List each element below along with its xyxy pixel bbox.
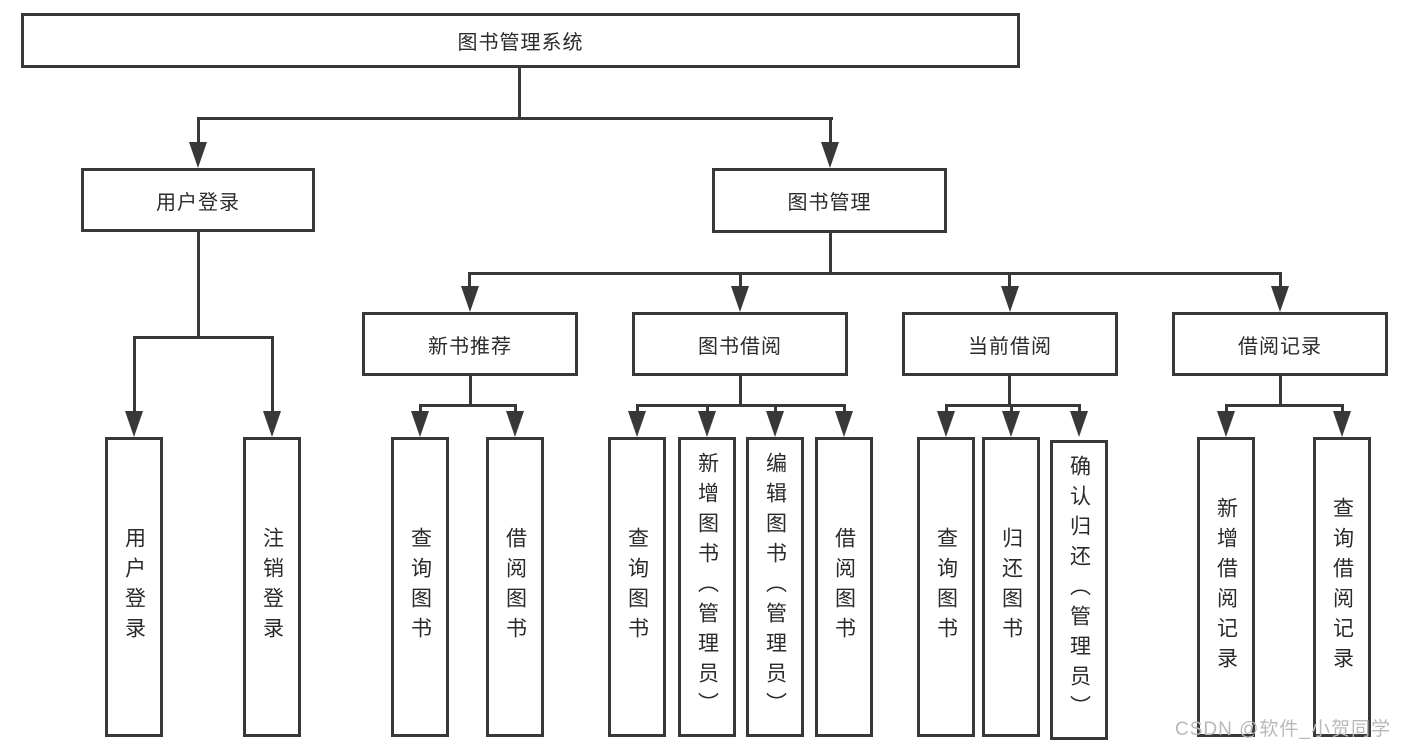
connector-stub: [1078, 404, 1081, 416]
node-borrow-records: 借阅记录: [1172, 312, 1388, 376]
arrow-to-return-book: [1002, 411, 1020, 437]
leaf-add-borrow-record: 新增借阅记录: [1197, 437, 1255, 737]
arrow-to-new-book-recommend: [461, 286, 479, 312]
arrow-to-query-book-1: [411, 411, 429, 437]
connector-newbook-hbar: [419, 404, 517, 407]
node-book-management: 图书管理: [712, 168, 947, 233]
connector-stub: [419, 404, 422, 416]
arrow-to-borrow-book-1: [506, 411, 524, 437]
connector-bookborrow-stub: [739, 272, 742, 290]
arrow-to-query-book-3: [937, 411, 955, 437]
node-root: 图书管理系统: [21, 13, 1020, 68]
arrow-to-logout-leaf: [263, 411, 281, 437]
leaf-borrow-book-2: 借阅图书: [815, 437, 873, 737]
leaf-confirm-return-admin: 确认归还（管理员）: [1050, 440, 1108, 740]
arrow-to-edit-book: [766, 411, 784, 437]
csdn-watermark: CSDN @软件_小贺同学: [1175, 719, 1391, 740]
connector-userlogin-hbar: [133, 336, 274, 339]
connector-userlogin-drop: [197, 231, 200, 337]
connector-borrowrecord-hbar: [1225, 404, 1344, 407]
arrow-to-query-borrow-record: [1333, 411, 1351, 437]
arrow-to-current-borrow: [1001, 286, 1019, 312]
connector-currentborrow-hbar: [945, 404, 1081, 407]
leaf-edit-book-admin: 编辑图书（管理员）: [746, 437, 804, 737]
leaf-borrow-book-1: 借阅图书: [486, 437, 544, 737]
connector-stub: [1341, 404, 1344, 416]
arrow-to-query-book-2: [628, 411, 646, 437]
arrow-to-add-borrow-record: [1217, 411, 1235, 437]
connector-newbook-drop: [469, 375, 472, 407]
arrow-to-user-login: [189, 142, 207, 168]
connector-logout-stub: [271, 336, 274, 414]
connector-stub: [945, 404, 948, 416]
leaf-return-book: 归还图书: [982, 437, 1040, 737]
connector-stub: [514, 404, 517, 416]
arrow-to-user-login-leaf: [125, 411, 143, 437]
arrow-to-book-borrow: [731, 286, 749, 312]
connector-root-hbar: [197, 117, 833, 120]
connector-level3-hbar: [468, 272, 1282, 275]
connector-currentborrow-stub: [1008, 272, 1011, 290]
arrow-to-borrow-book-2: [835, 411, 853, 437]
connector-bookborrow-drop: [739, 375, 742, 406]
leaf-query-book-1: 查询图书: [391, 437, 449, 737]
node-book-borrow: 图书借阅: [632, 312, 848, 376]
connector-stub: [636, 404, 639, 416]
connector-root-drop: [518, 68, 521, 118]
arrow-to-book-management: [821, 142, 839, 168]
leaf-query-book-2: 查询图书: [608, 437, 666, 737]
leaf-query-borrow-record: 查询借阅记录: [1313, 437, 1371, 737]
connector-userlogin-stub: [197, 117, 200, 145]
connector-borrowrecord-drop: [1279, 375, 1282, 406]
leaf-user-login: 用户登录: [105, 437, 163, 737]
arrow-to-borrow-records: [1271, 286, 1289, 312]
connector-bookmgmt-drop: [829, 232, 832, 274]
node-user-login: 用户登录: [81, 168, 315, 232]
connector-borrowrecord-stub: [1279, 272, 1282, 290]
connector-bookborrow-hbar: [636, 404, 846, 407]
connector-newbook-stub: [468, 272, 471, 290]
connector-stub: [1225, 404, 1228, 416]
leaf-logout: 注销登录: [243, 437, 301, 737]
connector-stub: [843, 404, 846, 416]
arrow-to-add-book: [698, 411, 716, 437]
connector-bookmgmt-stub: [829, 117, 832, 145]
connector-stub: [774, 404, 777, 416]
node-current-borrow: 当前借阅: [902, 312, 1118, 376]
node-new-book-recommend: 新书推荐: [362, 312, 578, 376]
leaf-query-book-3: 查询图书: [917, 437, 975, 737]
connector-loginleaf-stub: [133, 336, 136, 414]
leaf-add-book-admin: 新增图书（管理员）: [678, 437, 736, 737]
connector-stub: [1010, 404, 1013, 416]
connector-currentborrow-drop: [1008, 375, 1011, 406]
connector-stub: [706, 404, 709, 416]
arrow-to-confirm-return: [1070, 411, 1088, 437]
